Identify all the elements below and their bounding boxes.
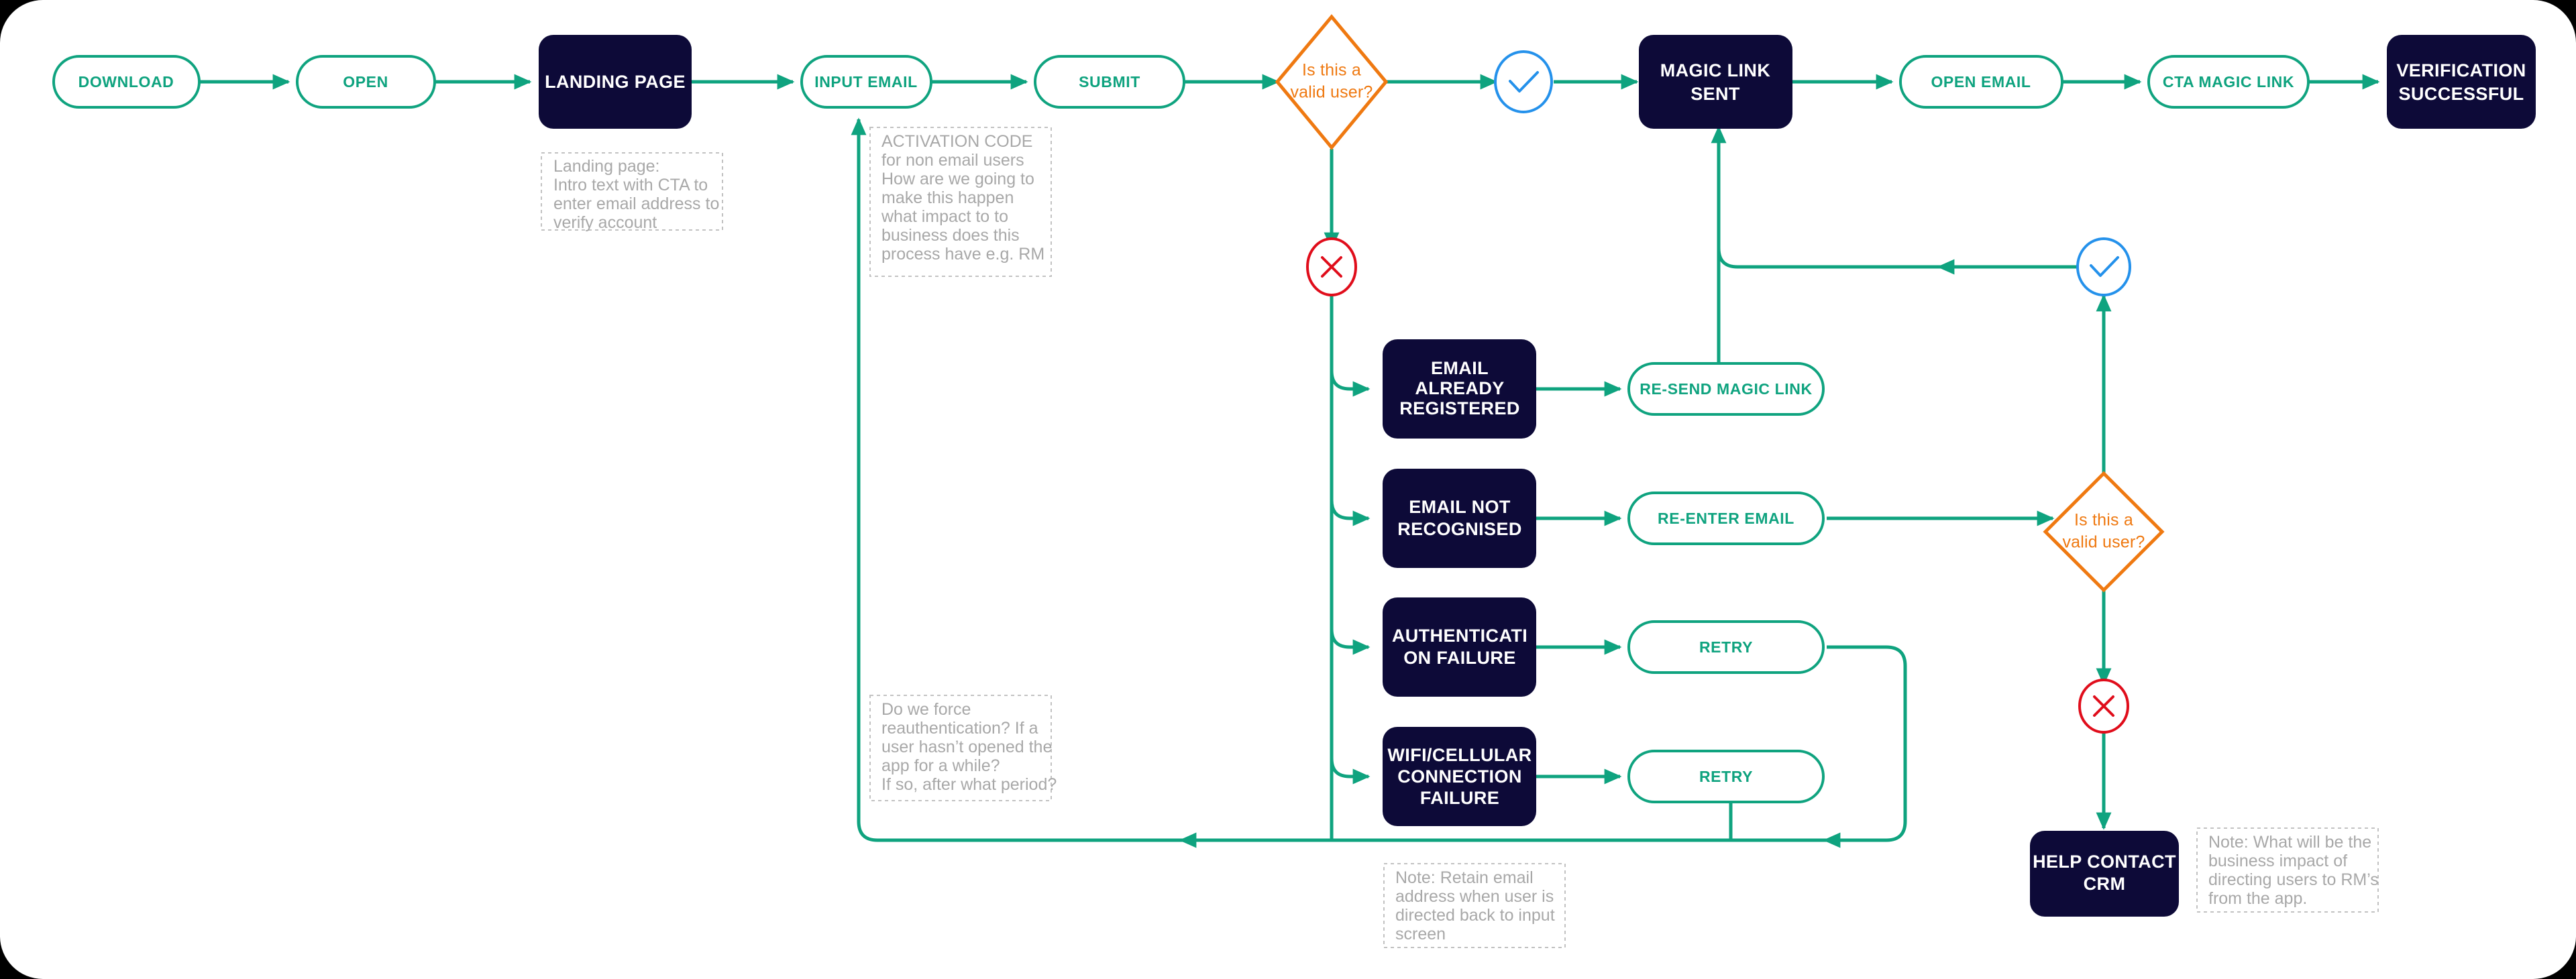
node-email-not-recognised[interactable]: EMAIL NOT RECOGNISED [1383,469,1536,568]
note-landing-line-0: Landing page: [553,157,659,176]
node-submit-label: SUBMIT [1079,73,1140,91]
node-magic-link-sent[interactable]: MAGIC LINK SENT [1639,35,1792,129]
node-open-email[interactable]: OPEN EMAIL [1899,55,2063,109]
node-download[interactable]: DOWNLOAD [52,55,201,109]
node-cta-magic-link-label: CTA MAGIC LINK [2163,73,2294,91]
note-retain-email: Note: Retain email address when user is … [1383,863,1566,948]
success-check-icon-1 [1494,50,1553,113]
note-activation-line-6: process have e.g. RM [881,245,1044,264]
note-rm-business-impact: Note: What will be the business impact o… [2196,827,2379,913]
edge-ok2-to-magiclink [1717,247,2080,269]
help-crm-line2: CRM [2084,874,2126,894]
note-activation-line-5: business does this [881,226,1020,245]
node-decision-valid-user-1[interactable]: Is this a valid user? [1275,14,1389,150]
note-landing-line-2: enter email address to [553,194,719,213]
edge-spine-auth-failure [1330,628,1371,655]
failure-x-icon-1 [1306,237,1357,296]
note-activation-code: ACTIVATION CODE for non email users How … [869,127,1052,277]
wifi-failure-line1: WIFI/CELLULAR [1387,745,1532,765]
auth-failure-line2: ON FAILURE [1403,648,1516,668]
node-re-enter-email-label: RE-ENTER EMAIL [1658,510,1794,527]
node-retry-1-label: RETRY [1699,638,1753,656]
note-rm-line-3: from the app. [2208,889,2307,908]
note-activation-line-0: ACTIVATION CODE [881,132,1032,151]
note-reauth-line-3: app for a while? [881,756,1000,775]
node-input-email[interactable]: INPUT EMAIL [800,55,932,109]
note-rm-line-1: business impact of [2208,852,2347,870]
node-cta-magic-link[interactable]: CTA MAGIC LINK [2147,55,2310,109]
node-decision-valid-user-2[interactable]: Is this a valid user? [2043,471,2165,593]
email-registered-line2: ALREADY [1415,378,1504,398]
email-registered-line3: REGISTERED [1399,398,1520,418]
node-retry-1[interactable]: RETRY [1627,620,1825,674]
note-landing-page: Landing page: Intro text with CTA to ent… [541,152,723,232]
edge-spine-email-not-recognised [1330,500,1371,526]
wifi-failure-line3: FAILURE [1420,788,1499,808]
failure-x-icon-2 [2078,679,2129,734]
magic-link-sent-line2: SENT [1690,84,1740,104]
note-retain-line-2: directed back to input [1395,906,1555,925]
node-open-email-label: OPEN EMAIL [1931,73,2031,91]
note-reauth-line-1: reauthentication? If a [881,719,1038,738]
note-landing-line-3: verify account [553,213,657,232]
note-activation-line-3: make this happen [881,188,1014,207]
note-landing-line-1: Intro text with CTA to [553,176,708,194]
note-retain-line-0: Note: Retain email [1395,868,1534,887]
node-submit[interactable]: SUBMIT [1034,55,1185,109]
note-reauth-line-0: Do we force [881,700,971,719]
node-resend-magic-link[interactable]: RE-SEND MAGIC LINK [1627,362,1825,416]
node-retry-2-label: RETRY [1699,768,1753,785]
decision1-line2: valid user? [1290,83,1373,102]
note-rm-line-0: Note: What will be the [2208,833,2371,852]
edge-spine-email-registered [1330,370,1371,397]
decision1-line1: Is this a [1302,61,1361,80]
note-activation-line-2: How are we going to [881,170,1034,188]
node-authentication-failure[interactable]: AUTHENTICATI ON FAILURE [1383,597,1536,697]
email-registered-line1: EMAIL [1431,358,1489,378]
success-check-icon-2 [2076,237,2131,296]
node-resend-magic-link-label: RE-SEND MAGIC LINK [1640,380,1812,398]
edge-bottom-rail-to-input [851,117,1805,842]
help-crm-line1: HELP CONTACT [2033,852,2176,872]
email-not-recognised-line1: EMAIL NOT [1409,497,1511,517]
note-retain-line-1: address when user is [1395,887,1554,906]
note-activation-line-4: what impact to to [881,207,1008,226]
node-wifi-cellular-failure[interactable]: WIFI/CELLULAR CONNECTION FAILURE [1383,727,1536,826]
node-email-already-registered[interactable]: EMAIL ALREADY REGISTERED [1383,339,1536,439]
node-open-label: OPEN [343,73,388,91]
note-rm-line-2: directing users to RM’s [2208,870,2379,889]
verification-successful-line2: SUCCESSFUL [2398,84,2524,104]
node-retry-2[interactable]: RETRY [1627,750,1825,803]
decision2-line1: Is this a [2074,511,2133,530]
node-help-contact-crm[interactable]: HELP CONTACT CRM [2030,831,2179,917]
note-activation-line-1: for non email users [881,151,1024,170]
email-not-recognised-line2: RECOGNISED [1397,519,1522,539]
decision2-line2: valid user? [2062,533,2145,552]
note-reauth-line-4: If so, after what period? [881,775,1057,794]
magic-link-sent-line1: MAGIC LINK [1660,60,1771,80]
node-re-enter-email[interactable]: RE-ENTER EMAIL [1627,492,1825,545]
node-landing-page[interactable]: LANDING PAGE [539,35,692,129]
node-open[interactable]: OPEN [296,55,436,109]
edge-layer [199,74,2380,848]
edge-retry1-rail [1798,645,1907,842]
note-reauth-line-2: user hasn’t opened the [881,738,1052,756]
node-input-email-label: INPUT EMAIL [814,73,918,91]
verification-successful-line1: VERIFICATION [2396,60,2526,80]
wifi-failure-line2: CONNECTION [1397,766,1522,787]
node-download-label: DOWNLOAD [78,73,174,91]
note-reauthentication: Do we force reauthentication? If a user … [869,695,1057,801]
note-retain-line-3: screen [1395,925,1446,943]
node-verification-successful[interactable]: VERIFICATION SUCCESSFUL [2387,35,2536,129]
edge-spine-wifi-failure [1330,758,1371,785]
node-landing-page-label: LANDING PAGE [545,72,686,92]
auth-failure-line1: AUTHENTICATI [1392,626,1527,646]
